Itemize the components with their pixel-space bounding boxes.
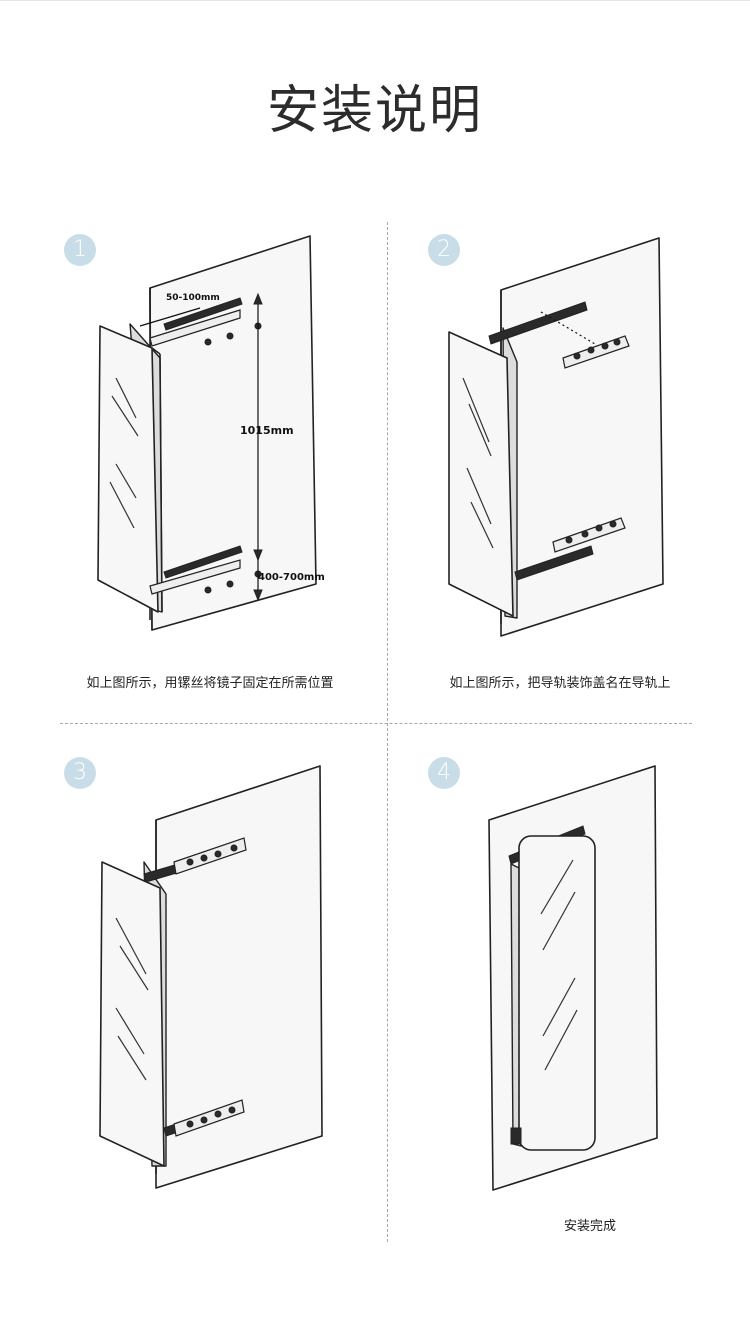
top-rail-cover [173, 837, 247, 875]
horizontal-divider [60, 723, 692, 724]
glint-line [117, 1035, 147, 1081]
glint-line [542, 891, 576, 951]
glint-line [468, 403, 492, 457]
glint-line [466, 467, 492, 525]
glint-line [115, 1007, 145, 1055]
mirror [448, 331, 514, 617]
step-1-illustration: 50-100mm 1015mm 400-700mm [97, 235, 325, 631]
mirror [518, 835, 596, 1151]
mirror [99, 861, 165, 1167]
glint-line [462, 377, 490, 443]
bottom-rail [510, 1127, 522, 1145]
glint-line [115, 917, 147, 975]
glint-line [115, 377, 137, 419]
bottom-rail [163, 545, 243, 579]
vertical-divider [387, 222, 388, 1242]
glint-line [119, 945, 149, 991]
glint-line [109, 481, 135, 529]
glint-line [470, 501, 494, 549]
step-3-illustration [99, 765, 323, 1189]
step-4-number-badge: 4 [428, 757, 460, 789]
step-2-caption: 如上图所示，把导轨装饰盖名在导轨上 [449, 676, 671, 691]
top-rule [0, 0, 750, 1]
step-2-number-badge: 2 [428, 234, 460, 266]
top-rail [488, 301, 588, 345]
mirror [97, 325, 159, 613]
dim-height: 1015mm [240, 424, 294, 437]
step-3-number-badge: 3 [64, 757, 96, 789]
step-1-caption: 如上图所示，用镙丝将镜子固定在所需位置 [86, 676, 334, 691]
glint-line [542, 977, 576, 1037]
glint-line [540, 859, 574, 915]
top-rail [163, 297, 243, 331]
bottom-rail [514, 545, 594, 581]
screws [204, 322, 262, 594]
step-4-illustration [488, 765, 658, 1191]
dim-offset: 50-100mm [166, 293, 220, 303]
glint-line [111, 395, 139, 437]
step-2-illustration [448, 237, 664, 637]
glint-line [544, 1009, 578, 1071]
step-1-number-badge: 1 [64, 234, 96, 266]
dim-bottom: 400-700mm [258, 572, 325, 583]
glint-line [115, 463, 137, 499]
step-4-caption: 安装完成 [563, 1219, 616, 1234]
page-title: 安装说明 [266, 81, 483, 141]
